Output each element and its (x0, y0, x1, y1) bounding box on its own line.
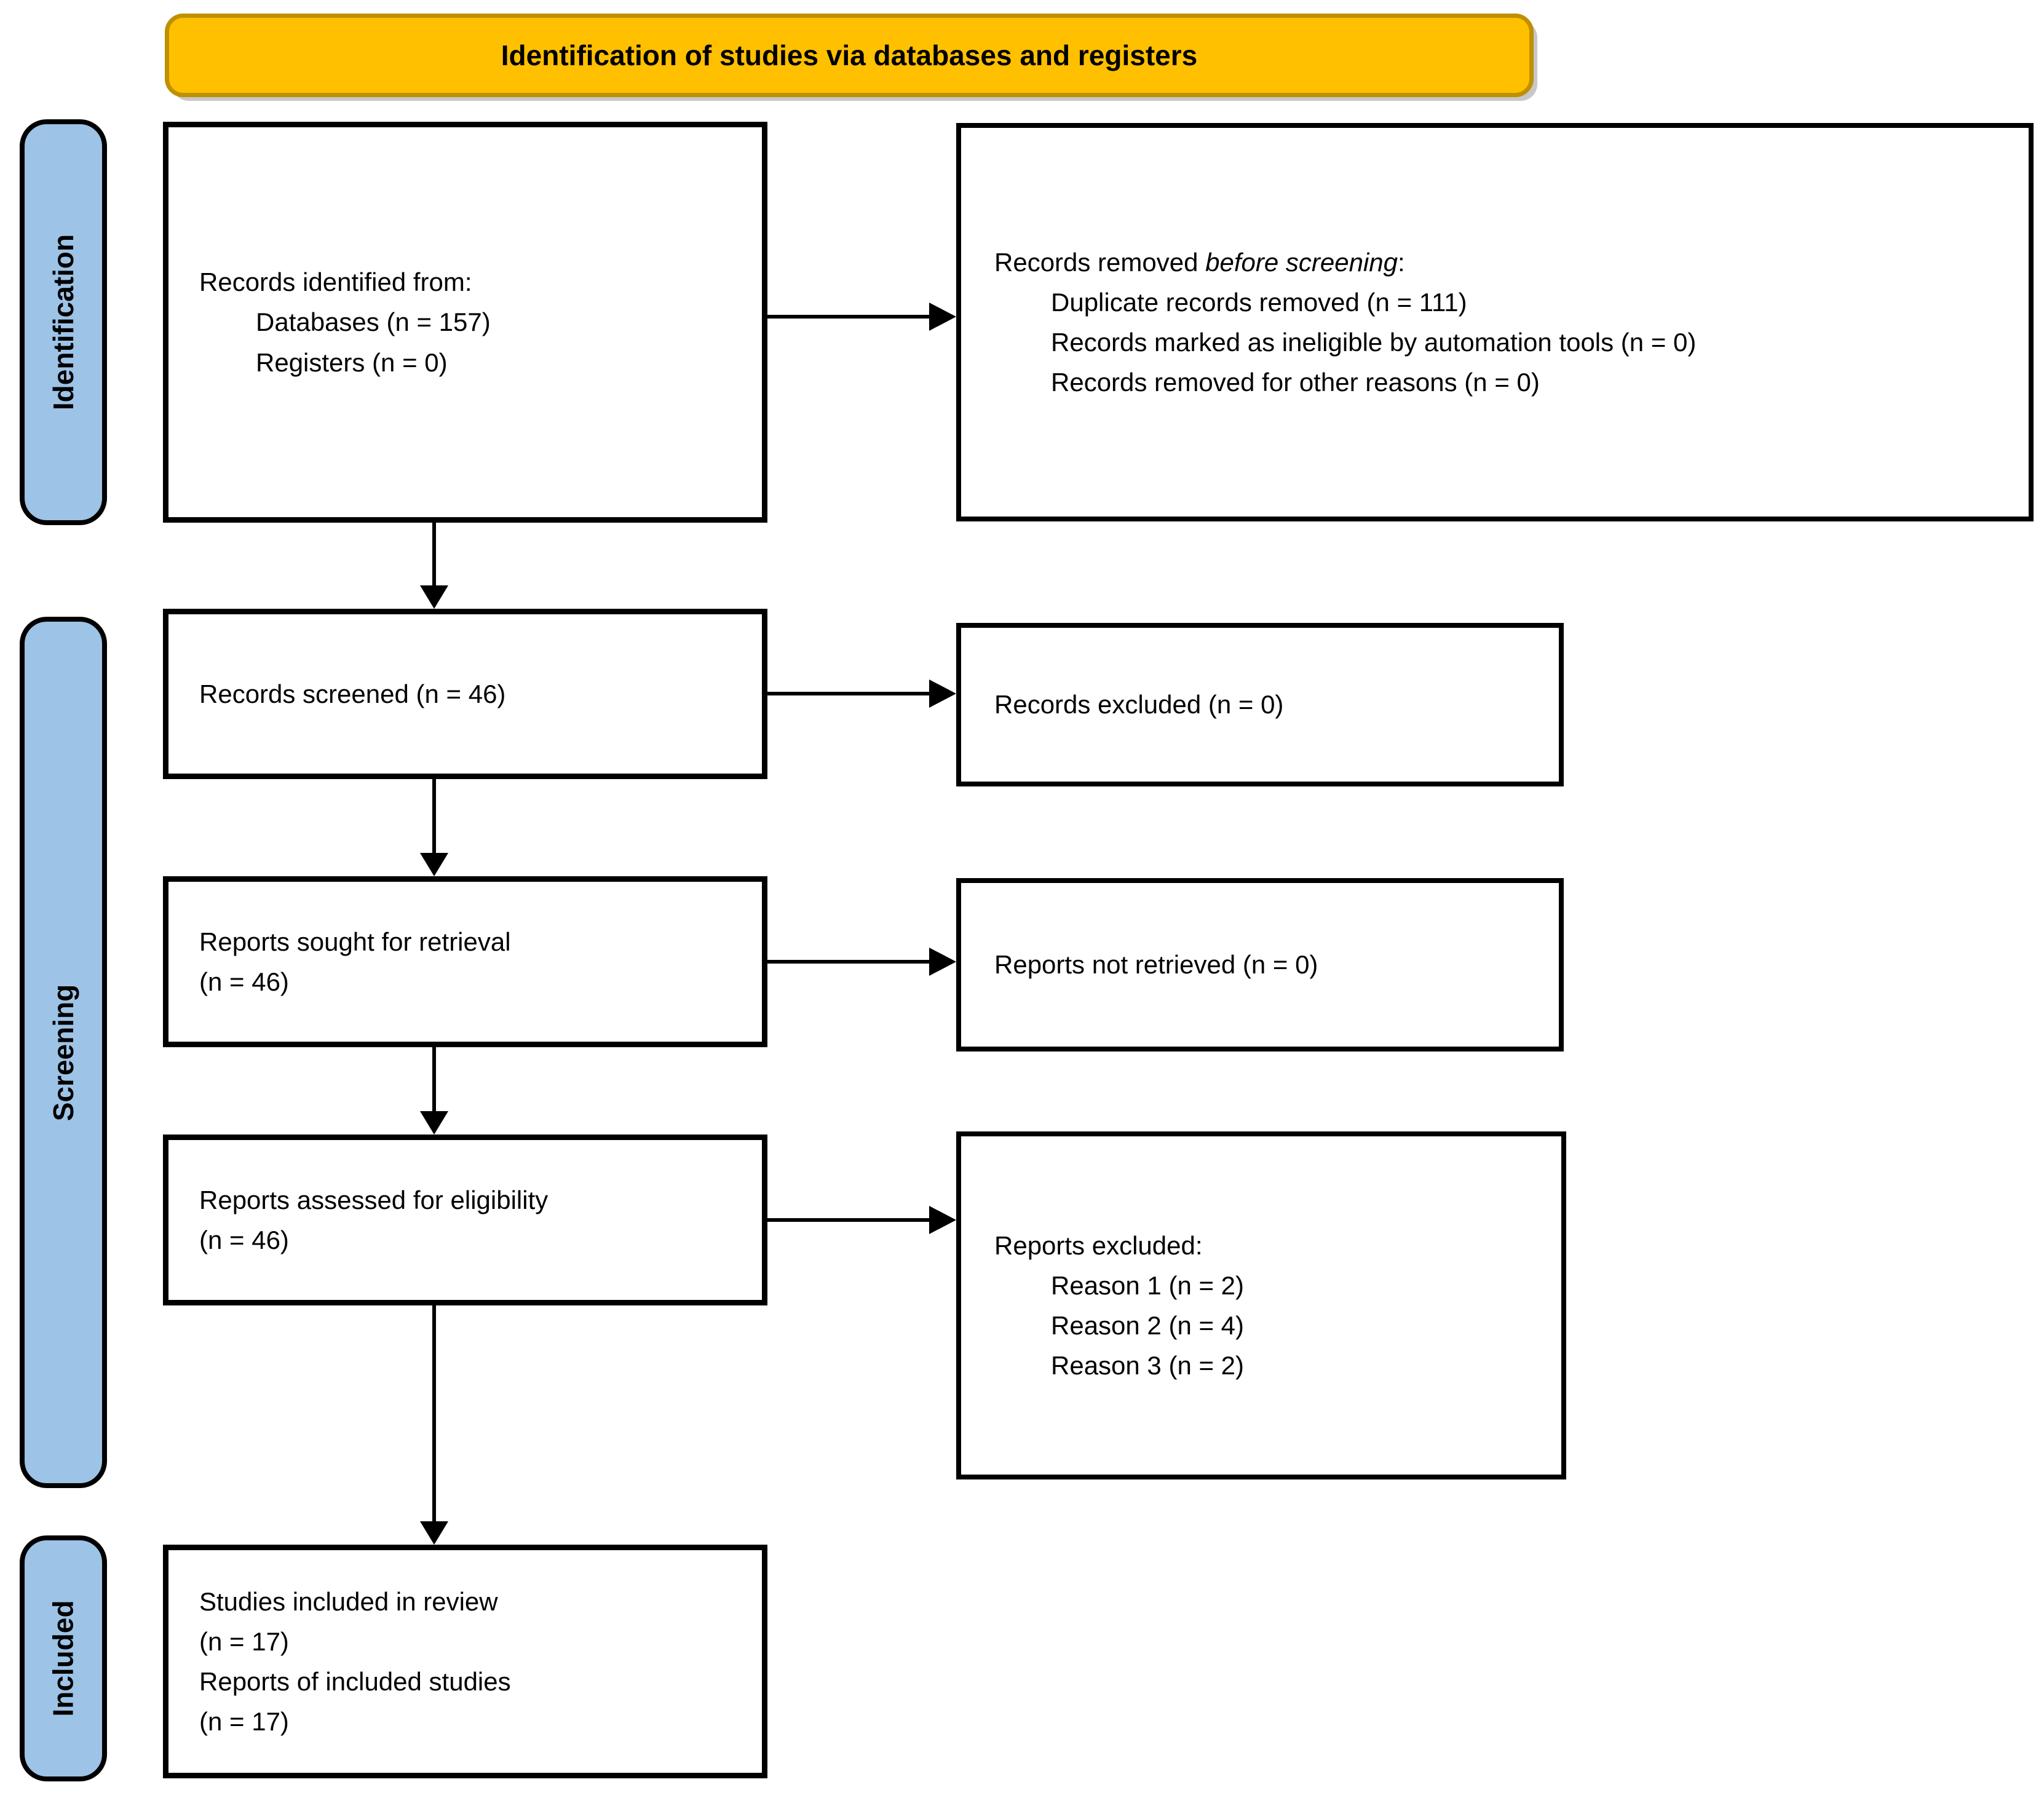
studies-included-line1: Studies included in review (199, 1586, 498, 1616)
studies-included-line2: (n = 17) (199, 1626, 289, 1656)
records-removed-duplicates: Duplicate records removed (n = 111) (1051, 287, 1467, 317)
records-removed-heading: Records removed before screening: (994, 242, 2018, 282)
arrow-down-icon (420, 1521, 448, 1545)
arrow-screened-to-sought-line (432, 779, 436, 853)
box-reports-excluded: Reports excluded: Reason 1 (n = 2) Reaso… (956, 1131, 1566, 1479)
box-reports-sought: Reports sought for retrieval (n = 46) (163, 876, 767, 1047)
records-removed-heading-prefix: Records removed (994, 247, 1206, 277)
stage-label-identification-text: Identification (47, 234, 80, 411)
records-removed-heading-italic: before screening (1205, 247, 1398, 277)
records-removed-heading-suffix: : (1398, 247, 1405, 277)
box-studies-included: Studies included in review (n = 17) Repo… (163, 1545, 767, 1778)
arrow-assessed-to-included-line (432, 1305, 436, 1521)
stage-label-identification: Identification (20, 119, 107, 525)
arrow-screened-to-excluded-line (767, 692, 929, 695)
arrow-assessed-to-reports-excluded-line (767, 1218, 929, 1222)
reports-excluded-reason1: Reason 1 (n = 2) (1051, 1270, 1245, 1300)
arrow-sought-to-not-retrieved-line (767, 960, 929, 964)
stage-label-included: Included (20, 1535, 107, 1781)
box-reports-assessed: Reports assessed for eligibility (n = 46… (163, 1135, 767, 1305)
reports-excluded-heading: Reports excluded: (994, 1230, 1203, 1260)
arrow-sought-to-assessed-line (432, 1047, 436, 1111)
reports-not-retrieved-text: Reports not retrieved (n = 0) (994, 950, 1318, 980)
reports-excluded-reason2: Reason 2 (n = 4) (1051, 1311, 1245, 1340)
reports-sought-line1: Reports sought for retrieval (199, 927, 511, 956)
stage-label-screening-text: Screening (47, 984, 80, 1121)
reports-assessed-line1: Reports assessed for eligibility (199, 1185, 549, 1214)
arrow-right-icon (929, 1206, 956, 1234)
arrow-identified-to-removed-line (767, 315, 929, 319)
reports-sought-line2: (n = 46) (199, 967, 289, 996)
stage-label-included-text: Included (47, 1600, 79, 1717)
arrow-right-icon (929, 303, 956, 331)
box-records-identified: Records identified from: Databases (n = … (163, 122, 767, 523)
banner-identification-of-studies: Identification of studies via databases … (165, 14, 1534, 97)
stage-label-screening: Screening (20, 617, 107, 1488)
records-removed-automation: Records marked as ineligible by automati… (1051, 328, 1697, 357)
studies-included-line3: Reports of included studies (199, 1667, 511, 1696)
records-screened-text: Records screened (n = 46) (199, 679, 506, 708)
box-records-excluded: Records excluded (n = 0) (956, 623, 1564, 786)
arrow-down-icon (420, 853, 448, 876)
records-identified-databases: Databases (n = 157) (256, 307, 491, 337)
banner-title: Identification of studies via databases … (501, 39, 1198, 71)
records-removed-other: Records removed for other reasons (n = 0… (1051, 368, 1540, 397)
arrow-identified-to-screened-line (432, 523, 436, 585)
reports-assessed-line2: (n = 46) (199, 1226, 289, 1254)
box-records-screened: Records screened (n = 46) (163, 609, 767, 779)
records-identified-heading: Records identified from: (199, 267, 472, 297)
records-excluded-text: Records excluded (n = 0) (994, 690, 1284, 719)
box-records-removed: Records removed before screening: Duplic… (956, 123, 2034, 521)
records-identified-registers: Registers (n = 0) (256, 347, 448, 377)
arrow-right-icon (929, 679, 956, 708)
reports-excluded-reason3: Reason 3 (n = 2) (1051, 1351, 1245, 1380)
box-reports-not-retrieved: Reports not retrieved (n = 0) (956, 878, 1564, 1051)
studies-included-line4: (n = 17) (199, 1707, 289, 1737)
arrow-down-icon (420, 1111, 448, 1135)
arrow-right-icon (929, 948, 956, 976)
arrow-down-icon (420, 585, 448, 609)
